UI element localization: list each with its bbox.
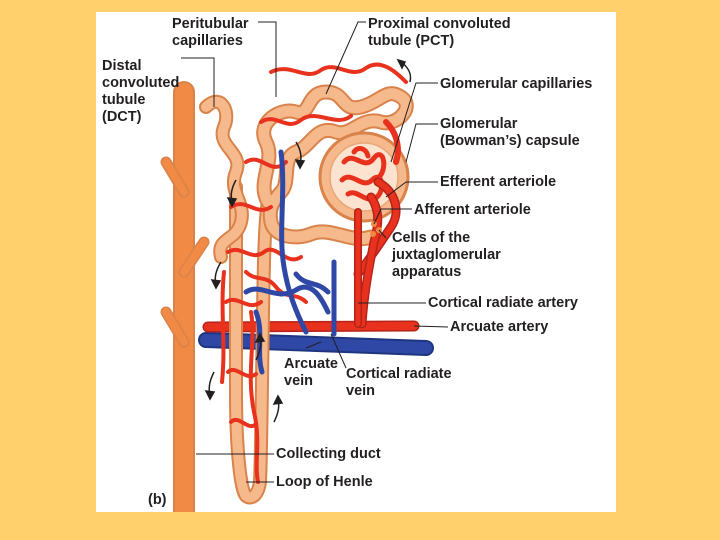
- jga-label: Cells of the juxtaglomerular apparatus: [392, 230, 501, 280]
- arterioles: [353, 119, 401, 329]
- efferent-arteriole-label: Efferent arteriole: [440, 174, 557, 190]
- cortical-radiate-artery-label: Cortical radiate artery: [428, 295, 578, 311]
- arcuate-artery-label: Arcuate artery: [450, 319, 549, 335]
- dct-tubule: [199, 94, 249, 264]
- loop-of-henle-label: Loop of Henle: [276, 474, 373, 490]
- nephron-illustration: [160, 21, 449, 512]
- peritubular-capillaries-label: Peritubular capillaries: [172, 16, 249, 49]
- leader-lines: [181, 21, 449, 483]
- glomerular-capillaries-label: Glomerular capillaries: [440, 76, 593, 92]
- pct-tubule: [256, 84, 414, 247]
- flow-arrows: [204, 58, 412, 423]
- afferent-arteriole-label: Afferent arteriole: [414, 202, 531, 218]
- panel-letter: (b): [148, 492, 167, 508]
- cortical-radiate-vein-label: Cortical radiate vein: [346, 366, 452, 399]
- arcuate-vein-label: Arcuate vein: [284, 356, 338, 389]
- collecting-duct-tube: [160, 81, 210, 512]
- venous-network: [243, 149, 337, 375]
- nephron-figure: Peritubular capillaries Proximal convolu…: [96, 12, 616, 512]
- collecting-duct-label: Collecting duct: [276, 446, 381, 462]
- pct-label: Proximal convoluted tubule (PCT): [368, 16, 511, 49]
- bowmans-capsule-label: Glomerular (Bowman’s) capsule: [440, 116, 580, 149]
- loop-of-henle-tubule: [228, 180, 275, 505]
- dct-label: Distal convoluted tubule (DCT): [102, 58, 180, 125]
